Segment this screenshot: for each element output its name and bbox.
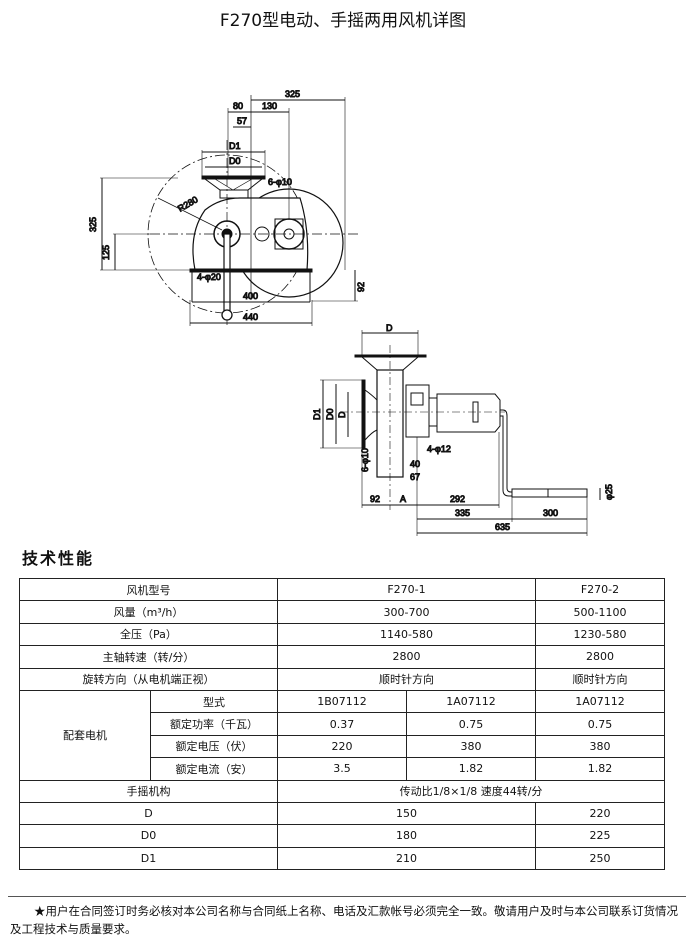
dim-92: 92 [356, 282, 366, 292]
table-row: 旋转方向（从电机端正视）顺时针方向顺时针方向 [19, 667, 665, 691]
cell: 1B07112 [277, 689, 407, 714]
cell: 1.82 [535, 757, 665, 781]
cell: 额定电流（安） [150, 757, 278, 781]
cell: 380 [406, 734, 536, 759]
dim-635: 635 [495, 522, 510, 532]
cell: 220 [535, 801, 665, 826]
dim-d: D [386, 323, 393, 333]
dim-57: 57 [237, 116, 247, 126]
label-6-phi10-side: 6-φ10 [360, 448, 370, 472]
dim-440: 440 [243, 312, 258, 322]
dim-125: 125 [101, 245, 111, 260]
cell: 旋转方向（从电机端正视） [19, 667, 278, 691]
cell: 手摇机构 [19, 779, 278, 803]
cell: 额定功率（千瓦） [150, 712, 278, 736]
footer-note-text: ★用户在合同签订时务必核对本公司名称与合同纸上名称、电话及汇款帐号必须完全一致。… [10, 904, 678, 936]
cell: 额定电压（伏） [150, 734, 278, 759]
section-title: 技术性能 [22, 549, 95, 568]
label-r280: R280 [176, 194, 200, 213]
cell: 220 [277, 734, 407, 759]
label-d-side: D [337, 411, 347, 418]
label-4-phi20: 4-φ20 [197, 272, 221, 282]
dim-92-side: 92 [370, 494, 380, 504]
cell: 顺时针方向 [535, 667, 665, 691]
label-6-phi10: 6-φ10 [268, 177, 292, 187]
dim-a: A [400, 494, 406, 504]
dim-130: 130 [262, 101, 277, 111]
cell: 1.82 [406, 757, 536, 781]
cell: 风机型号 [19, 577, 278, 602]
cell: 0.37 [277, 712, 407, 736]
table-row: 手摇机构传动比1/8×1/8 速度44转/分 [19, 779, 665, 803]
dim-335: 335 [455, 508, 470, 518]
label-d0: D0 [229, 156, 241, 166]
dim-400: 400 [243, 291, 258, 301]
footer-note: ★用户在合同签订时务必核对本公司名称与合同纸上名称、电话及汇款帐号必须完全一致。… [10, 902, 680, 938]
cell: D0 [19, 824, 278, 848]
cell: 2800 [535, 645, 665, 669]
cell: D1 [19, 846, 278, 871]
dim-325-left: 325 [88, 217, 98, 232]
cell: F270-1 [277, 577, 536, 602]
cell: 全压（Pa） [19, 622, 278, 647]
cell: 1140-580 [277, 622, 536, 647]
cell: 1230-580 [535, 622, 665, 647]
cell: F270-2 [535, 577, 665, 602]
fan-drawings: 325 130 80 57 325 125 92 400 440 D1 D0 R… [88, 89, 615, 536]
cell: 型式 [150, 689, 278, 714]
label-d0-side: D0 [325, 408, 335, 420]
cell: 0.75 [406, 712, 536, 736]
cell: 配套电机 [19, 689, 151, 781]
label-d1: D1 [229, 141, 241, 151]
cell: 180 [277, 824, 536, 848]
label-phi25: φ25 [604, 484, 614, 500]
label-d1-side: D1 [312, 408, 322, 420]
dim-300: 300 [543, 508, 558, 518]
cell: 3.5 [277, 757, 407, 781]
dim-40: 40 [410, 459, 420, 469]
dim-80: 80 [233, 101, 243, 111]
footer-divider [8, 896, 686, 897]
cell: 顺时针方向 [277, 667, 536, 691]
cell: 210 [277, 846, 536, 871]
front-view-drawing: 325 130 80 57 325 125 92 400 440 D1 D0 R… [88, 89, 367, 326]
dim-292: 292 [450, 494, 465, 504]
cell: 500-1100 [535, 600, 665, 624]
cell: 主轴转速（转/分） [19, 645, 278, 669]
cell: 300-700 [277, 600, 536, 624]
dim-67: 67 [410, 472, 420, 482]
page-title: F270型电动、手摇两用风机详图 [219, 11, 467, 31]
cell: D [19, 801, 278, 826]
cell: 250 [535, 846, 665, 871]
cell: 0.75 [535, 712, 665, 736]
label-4-phi12: 4-φ12 [427, 444, 451, 454]
side-view-drawing: D 92 A 292 335 300 635 40 67 D1 D0 D 6-φ… [312, 323, 615, 536]
cell: 380 [535, 734, 665, 759]
cell: 风量（m³/h） [19, 600, 278, 624]
cell: 150 [277, 801, 536, 826]
cell: 2800 [277, 645, 536, 669]
cell: 1A07112 [535, 689, 665, 714]
cell: 1A07112 [406, 689, 536, 714]
cell: 225 [535, 824, 665, 848]
dim-325-top: 325 [285, 89, 300, 99]
cell: 传动比1/8×1/8 速度44转/分 [277, 779, 665, 803]
